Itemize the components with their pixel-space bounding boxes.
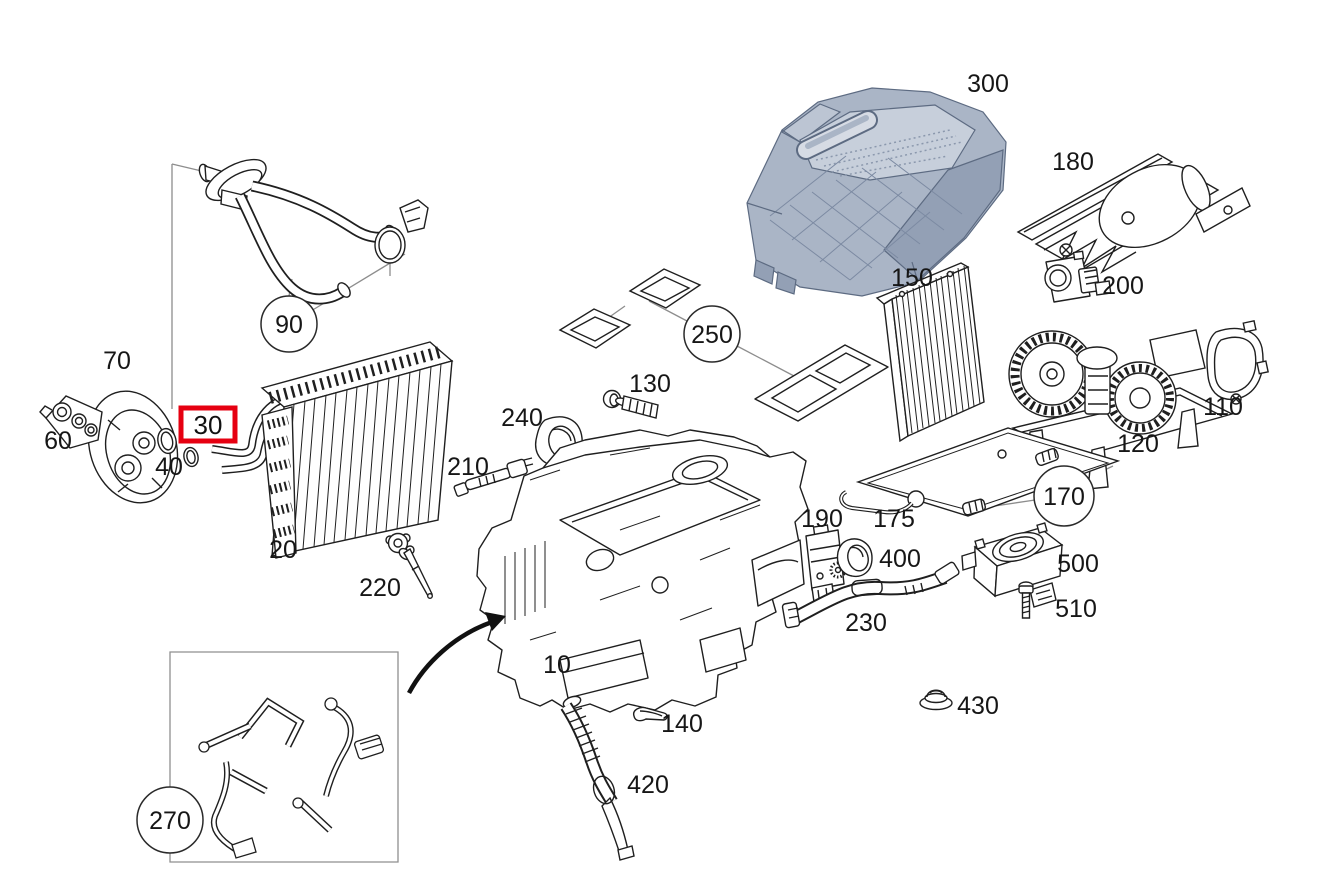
callout-circle-250[interactable] bbox=[684, 306, 740, 362]
part-label-190[interactable]: 190 bbox=[801, 505, 843, 533]
part-drawing-400-grommet bbox=[838, 539, 872, 576]
part-label-130[interactable]: 130 bbox=[629, 370, 671, 398]
part-drawing-210-sensor bbox=[454, 458, 533, 497]
part-label-30[interactable]: 30 bbox=[194, 410, 223, 440]
part-label-40[interactable]: 40 bbox=[155, 453, 183, 481]
part-drawing-120-blower bbox=[1009, 330, 1232, 489]
part-drawing-40-o-rings bbox=[156, 427, 200, 468]
part-drawing-250-gaskets bbox=[560, 269, 888, 421]
part-drawing-200-actuator bbox=[1045, 251, 1111, 302]
part-label-20[interactable]: 20 bbox=[269, 536, 297, 564]
part-drawing-175-duct-plate bbox=[841, 428, 1118, 516]
circled-label-250[interactable]: 250 bbox=[691, 321, 733, 349]
part-label-150[interactable]: 150 bbox=[891, 264, 933, 292]
part-label-10[interactable]: 10 bbox=[543, 651, 571, 679]
part-drawing-180-housing-half bbox=[1018, 148, 1250, 272]
selected-callout-30[interactable]: 30 bbox=[181, 408, 235, 441]
part-drawing-420-drain-hose bbox=[562, 694, 634, 860]
part-drawing-20-evaporator bbox=[212, 342, 452, 558]
part-drawing-70-shroud bbox=[74, 380, 191, 515]
part-label-510[interactable]: 510 bbox=[1055, 595, 1097, 623]
part-drawing-270-linkage-kit bbox=[170, 652, 398, 862]
part-label-230[interactable]: 230 bbox=[845, 609, 887, 637]
part-drawing-90-heater-pipes bbox=[197, 151, 428, 299]
callout-circle-170[interactable] bbox=[1034, 466, 1094, 526]
part-drawing-60-bracket bbox=[40, 396, 102, 448]
part-label-175[interactable]: 175 bbox=[873, 505, 915, 533]
part-label-120[interactable]: 120 bbox=[1117, 430, 1159, 458]
part-label-400[interactable]: 400 bbox=[879, 545, 921, 573]
part-drawing-10-hvac-housing bbox=[477, 430, 808, 712]
part-drawing-140-clip bbox=[634, 707, 667, 720]
callout-circle-90[interactable] bbox=[261, 296, 317, 352]
circled-label-90[interactable]: 90 bbox=[275, 311, 303, 339]
part-label-200[interactable]: 200 bbox=[1102, 272, 1144, 300]
part-label-110[interactable]: 110 bbox=[1203, 393, 1243, 421]
part-drawing-130-screw bbox=[604, 391, 659, 419]
part-label-300[interactable]: 300 bbox=[967, 70, 1009, 98]
part-label-240[interactable]: 240 bbox=[501, 404, 543, 432]
callout-circle-270[interactable] bbox=[137, 787, 203, 853]
part-label-500[interactable]: 500 bbox=[1057, 550, 1099, 578]
part-label-60[interactable]: 60 bbox=[44, 427, 72, 455]
assembly-arrow-icon bbox=[409, 612, 506, 693]
part-drawing-500-actuator-unit bbox=[962, 523, 1062, 607]
part-drawing-300-upper-housing bbox=[747, 88, 1006, 296]
part-drawing-190-actuator bbox=[806, 525, 845, 602]
circled-callouts bbox=[137, 296, 1094, 853]
part-drawing-510-screw bbox=[1019, 582, 1033, 618]
part-labels: 300 180 200 150 110 120 130 240 210 70 6… bbox=[44, 70, 1243, 835]
part-label-430[interactable]: 430 bbox=[957, 692, 999, 720]
part-drawing-110-side-panel bbox=[1207, 321, 1268, 404]
part-label-180[interactable]: 180 bbox=[1052, 148, 1094, 176]
part-drawing-230-hose bbox=[782, 561, 960, 628]
part-label-210[interactable]: 210 bbox=[447, 453, 489, 481]
part-label-420[interactable]: 420 bbox=[627, 771, 669, 799]
part-drawing-150-cabin-filter bbox=[877, 263, 984, 441]
part-label-220[interactable]: 220 bbox=[359, 574, 401, 602]
part-drawing-220-temp-sensor bbox=[386, 534, 432, 599]
circled-label-170[interactable]: 170 bbox=[1043, 483, 1085, 511]
part-label-140[interactable]: 140 bbox=[661, 710, 703, 738]
part-drawing-430-cap bbox=[920, 690, 952, 709]
circled-label-270[interactable]: 270 bbox=[149, 807, 191, 835]
part-label-70[interactable]: 70 bbox=[103, 347, 131, 375]
